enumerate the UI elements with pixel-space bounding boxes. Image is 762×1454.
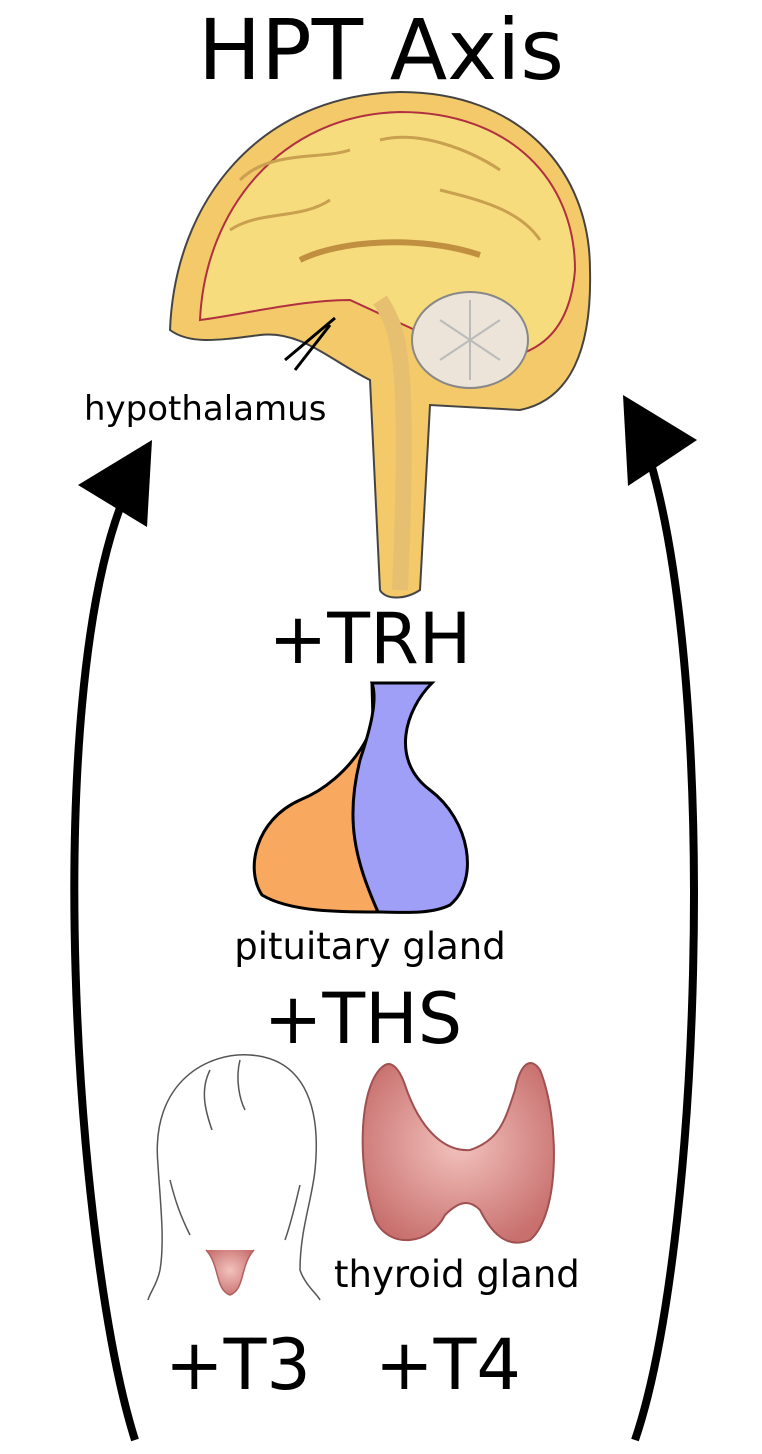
trh-label: +TRH [268,598,472,680]
feedback-arrow-left [70,440,152,1442]
t4-label: +T4 [375,1324,521,1406]
feedback-arrow-right [623,395,698,1442]
hypothalamus-pointer [284,316,336,371]
thyroid-label: thyroid gland [334,1253,580,1296]
head-outline-illustration [147,1054,321,1301]
diagram-title: HPT Axis [197,1,565,99]
brain-illustration [168,90,592,599]
arrowhead-icon [78,440,152,527]
hypothalamus-label: hypothalamus [84,389,327,429]
pituitary-label: pituitary gland [234,925,506,968]
ths-label: +THS [263,978,463,1060]
t3-label: +T3 [165,1324,311,1406]
thyroid-illustration [361,1062,555,1244]
arrowhead-icon [623,395,697,486]
pituitary-illustration [252,681,469,914]
